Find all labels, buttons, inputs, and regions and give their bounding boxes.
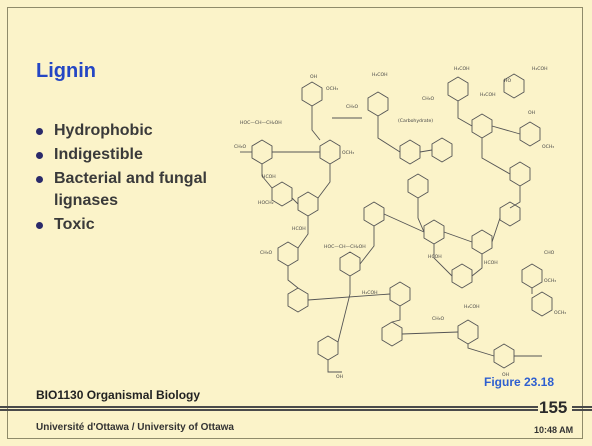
diagram-label: CH₃O: [260, 250, 273, 256]
bullet-item: Indigestible: [34, 144, 234, 166]
diagram-label: HCOH: [428, 254, 442, 260]
diagram-label: CH₃O: [234, 144, 247, 150]
bullet-item: Hydrophobic: [34, 120, 234, 142]
diagram-label: HOC—CH—CH₂OH: [324, 244, 366, 250]
bullet-icon: [36, 176, 43, 183]
bullet-icon: [36, 128, 43, 135]
page-number: 155: [539, 398, 568, 417]
slide-title: Lignin: [36, 60, 96, 82]
diagram-label: CH₃O: [422, 96, 435, 102]
bullet-item: Bacterial and fungal lignases: [34, 168, 234, 212]
bullet-text: Bacterial and fungal lignases: [54, 170, 207, 209]
bullet-text: Hydrophobic: [54, 122, 153, 139]
institution-name: Université d'Ottawa / University of Otta…: [36, 422, 234, 433]
bullet-list: Hydrophobic Indigestible Bacterial and f…: [34, 120, 234, 238]
diagram-label: OCH₃: [326, 86, 338, 92]
diagram-label: CHO: [544, 250, 555, 256]
bullet-icon: [36, 152, 43, 159]
diagram-label: OH: [528, 110, 535, 116]
bullet-text: Indigestible: [54, 146, 143, 163]
diagram-label: H₂COH: [454, 66, 470, 72]
diagram-label: HO: [504, 78, 511, 84]
diagram-label: OCH₃: [554, 310, 566, 316]
diagram-label: OH: [336, 374, 343, 380]
diagram-label: OH: [310, 74, 317, 80]
diagram-label: H₂COH: [532, 66, 548, 72]
diagram-labels: (Carbohydrate) H₂COH H₂COH H₂COH H₂COH H…: [234, 66, 566, 380]
diagram-label: HCOH: [292, 226, 306, 232]
lignin-structure-diagram: (Carbohydrate) H₂COH H₂COH H₂COH H₂COH H…: [234, 66, 566, 380]
clock-time: 10:48 AM: [534, 425, 574, 435]
diagram-label: H₂COH: [480, 92, 496, 98]
diagram-bonds: [240, 73, 553, 373]
diagram-label: OCH₃: [342, 150, 354, 156]
figure-reference: Figure 23.18: [484, 375, 555, 389]
diagram-label: (Carbohydrate): [398, 118, 433, 124]
diagram-label: CH₃O: [346, 104, 359, 110]
diagram-label: OCH₃: [544, 278, 556, 284]
diagram-label: HOCH₂: [258, 200, 274, 206]
footer-rule: [0, 406, 538, 411]
footer-rule: [572, 406, 592, 411]
diagram-label: HOC—CH—CH₂OH: [240, 120, 282, 126]
diagram-label: CH₃O: [432, 316, 445, 322]
diagram-label: HCOH: [484, 260, 498, 266]
diagram-label: OH: [502, 372, 509, 378]
course-name: BIO1130 Organismal Biology: [36, 388, 201, 402]
diagram-label: OCH₃: [542, 144, 554, 150]
diagram-label: H₂COH: [362, 290, 378, 296]
bullet-icon: [36, 222, 43, 229]
bullet-text: Toxic: [54, 216, 95, 233]
diagram-label: HCOH: [262, 174, 276, 180]
bullet-item: Toxic: [34, 214, 234, 236]
diagram-label: H₂COH: [372, 72, 388, 78]
diagram-label: H₂COH: [464, 304, 480, 310]
